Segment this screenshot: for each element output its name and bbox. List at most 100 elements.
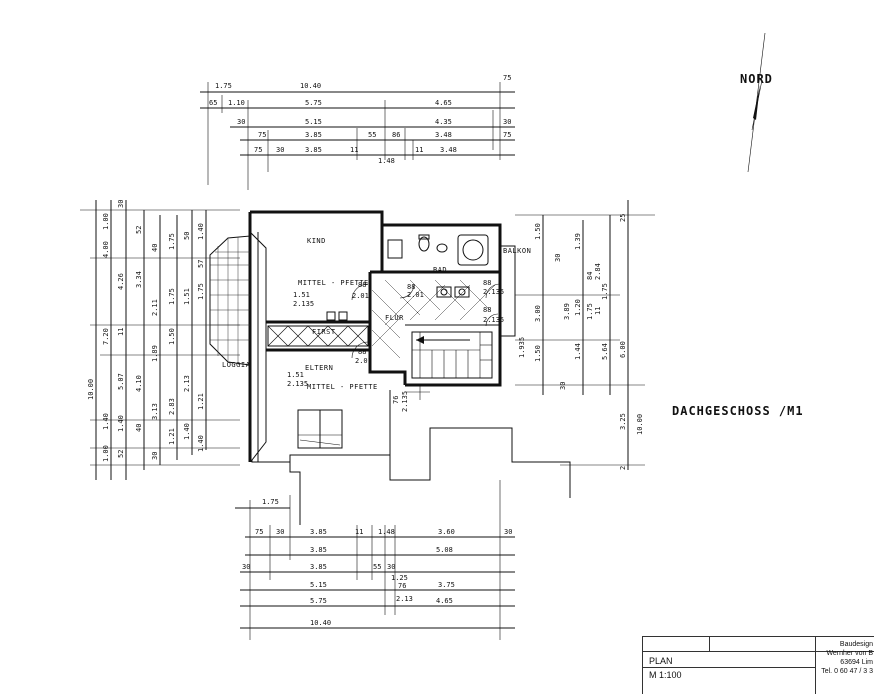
left-dim: 50	[183, 232, 191, 240]
left-dim: 10.00	[87, 379, 95, 400]
left-dim: 1.00	[102, 213, 110, 230]
bottom-dim: 5.75	[310, 597, 327, 605]
right-dim: 84	[586, 272, 594, 280]
top-dim: 65	[209, 99, 217, 107]
company-line: 63694 Lim	[840, 659, 873, 666]
bottom-dim: 3.85	[310, 563, 327, 571]
right-dim: 1.935	[518, 337, 526, 358]
left-dim: 1.89	[151, 345, 159, 362]
room-label-loggia: LOGGIA	[222, 361, 251, 369]
inner-dim: 2.01	[352, 292, 369, 300]
inner-dim: 1.51	[287, 371, 304, 379]
left-dim: 40	[151, 244, 159, 252]
top-dim: 3.48	[440, 146, 457, 154]
bottom-dim: 3.60	[438, 528, 455, 536]
bottom-dim: 2.13	[396, 595, 413, 603]
left-dim: 5.07	[117, 373, 125, 390]
top-dim: 30	[503, 118, 511, 126]
top-dim: 4.65	[435, 99, 452, 107]
top-dim: 3.85	[305, 131, 322, 139]
room-label-kind: KIND	[307, 237, 326, 245]
left-dim: 1.75	[168, 288, 176, 305]
right-dimension-chains: 1.50 30 3.00 1.935 1.50 30 1.39 1.20 1.4…	[515, 200, 655, 470]
inner-dim: 2.135	[293, 300, 314, 308]
top-dim: 10.40	[300, 82, 321, 90]
company-line: Wernher von B	[826, 650, 873, 657]
right-dim: 30	[554, 254, 562, 262]
company-line: Baudesign	[839, 641, 873, 648]
bottom-dim: 30	[387, 563, 395, 571]
left-dim: 11	[117, 328, 125, 336]
inner-dim: 88	[483, 306, 491, 314]
top-dim: 3.48	[435, 131, 452, 139]
staircase	[411, 331, 493, 379]
top-dim: 75	[503, 131, 511, 139]
left-dim: 1.51	[183, 288, 191, 305]
right-dim: 2	[619, 466, 627, 470]
top-dim: 5.15	[305, 118, 322, 126]
left-dim: 2.83	[168, 398, 176, 415]
left-dim: 1.40	[197, 223, 205, 240]
right-dim: 3.89	[563, 303, 571, 320]
left-dim: 1.00	[102, 445, 110, 462]
bottom-dim: 76	[398, 582, 406, 590]
top-dim: 4.35	[435, 118, 452, 126]
bottom-dim: 30	[242, 563, 250, 571]
door-swings	[351, 283, 501, 359]
right-dim: 6.00	[619, 341, 627, 358]
left-dim: 7.20	[102, 328, 110, 345]
right-dim: 30	[559, 382, 567, 390]
inner-dim: 88	[483, 279, 491, 287]
beam-label-2: MITTEL - PFETTE	[307, 383, 378, 391]
company-line: Tel. 0 60 47 / 3 3	[821, 668, 873, 675]
top-dim: 3.85	[305, 146, 322, 154]
right-dim: 5.64	[601, 343, 609, 360]
bottom-dim: 4.65	[436, 597, 453, 605]
company-info: Baudesign Wernher von B 63694 Lim Tel. 0…	[821, 640, 873, 676]
top-dim: 1.10	[228, 99, 245, 107]
right-dim: 10.00	[636, 414, 644, 435]
top-dim: 75	[258, 131, 266, 139]
left-dim: 1.40	[102, 413, 110, 430]
left-dim: 52	[135, 226, 143, 234]
loggia-tiles	[209, 235, 251, 366]
bath-fixtures	[387, 234, 489, 298]
bottom-dim: 30	[276, 528, 284, 536]
title-block-divider	[815, 637, 816, 694]
left-dim: 1.21	[168, 428, 176, 445]
left-dim: 30	[117, 200, 125, 208]
right-dim: 1.44	[574, 343, 582, 360]
double-bed	[297, 409, 343, 449]
top-dim: 86	[392, 131, 400, 139]
top-dim: 5.75	[305, 99, 322, 107]
plan-scale: M 1:100	[649, 670, 682, 680]
top-dim: 75	[254, 146, 262, 154]
inner-dim: 1.51	[293, 291, 310, 299]
building-walls	[248, 210, 571, 525]
floor-title: DACHGESCHOSS /M1	[672, 404, 804, 418]
left-dim: 3.13	[151, 403, 159, 420]
bottom-dim: 10.40	[310, 619, 331, 627]
inner-dim: 88	[407, 283, 415, 291]
bottom-dim: 30	[504, 528, 512, 536]
right-dim: 1.75	[586, 303, 594, 320]
inner-dim: 2.135	[483, 316, 504, 324]
inner-dim: 2.01	[355, 357, 372, 365]
right-dim: 1.50	[534, 223, 542, 240]
left-dimension-chains: 10.00 1.00 4.00 7.20 1.40 1.00 30 4.26 1…	[80, 200, 240, 480]
room-label-first: FIRST	[312, 328, 336, 336]
left-dim: 52	[117, 450, 125, 458]
inner-dim: 88	[358, 281, 366, 289]
bottom-dim: 5.08	[436, 546, 453, 554]
right-dim: 2.84	[594, 263, 602, 280]
north-label: NORD	[740, 72, 773, 86]
inner-dim: 88	[358, 348, 366, 356]
left-dim: 1.75	[168, 233, 176, 250]
title-block-divider	[643, 651, 874, 652]
inner-dim: 2.135	[401, 391, 409, 412]
left-dim: 1.40	[197, 435, 205, 452]
room-label-flur: FLUR	[385, 314, 404, 322]
left-dim: 3.34	[135, 271, 143, 288]
bottom-dim: 1.48	[378, 528, 395, 536]
right-dim: 1.20	[574, 299, 582, 316]
